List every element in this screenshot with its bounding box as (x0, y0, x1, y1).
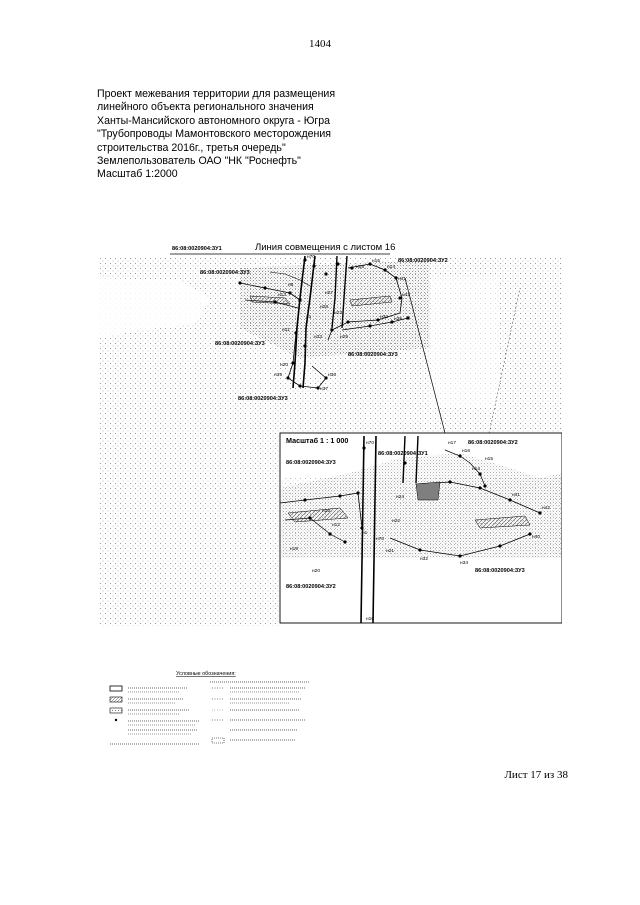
point-label: н13 (322, 508, 330, 514)
point-label: н35 (394, 316, 402, 322)
point-label: н16 (462, 448, 470, 454)
point-label: н70 (376, 536, 384, 542)
point-label: н40 (532, 534, 540, 540)
parcel-label-zu2: 86:08:0020904:ЗУ2 (468, 440, 518, 446)
point-label: н19 (290, 546, 298, 552)
point-label: н1 (306, 314, 312, 320)
terrain-dense (240, 260, 430, 358)
pipeline-corridor (331, 255, 338, 329)
point-label: н14 (387, 264, 395, 270)
survey-map: Линия совмещения с листом 16 86:08:00209… (100, 238, 563, 626)
sheet-label: Лист 17 из 38 (504, 769, 568, 781)
title-block: Проект межевания территории для размещен… (97, 88, 397, 182)
point-label: н14 (472, 466, 480, 472)
title-line: строительства 2016г., третья очередь" (97, 141, 286, 154)
point-label: н27 (325, 290, 333, 296)
clearing (430, 278, 500, 408)
point-label: н28 (320, 304, 328, 310)
title-line: Масштаб 1:2000 (97, 168, 178, 181)
title-line: Ханты-Мансийского автономного округа - Ю… (97, 114, 331, 127)
road-line (484, 287, 521, 454)
survey-points (238, 258, 410, 390)
parcel-label-zu3: 86:08:0020904:ЗУ3 (286, 460, 336, 466)
pipeline-corridor (341, 255, 348, 329)
inset-scale-label: Масштаб 1 : 1 000 (286, 436, 348, 445)
point-label: н23 (334, 310, 342, 316)
parcel-label-zu1: 86:08:0020904:ЗУ1 (378, 451, 428, 457)
point-label: н20 (312, 568, 320, 574)
hatched-strip (249, 295, 291, 305)
point-label: н20 (280, 362, 288, 368)
point-label: н16 (366, 616, 374, 622)
road-line (404, 277, 446, 434)
point-label: н12 (332, 522, 340, 528)
parcel-label-zu3: 86:08:0020904:ЗУ3 (475, 568, 525, 574)
point-label: н33 (314, 334, 322, 340)
title-line: линейного объекта регионального значения (97, 101, 314, 114)
pipeline-corridor (302, 255, 316, 389)
point-label: н15 (485, 456, 493, 462)
point-label: н15 (372, 258, 380, 264)
point-label: н8 (288, 282, 294, 288)
title-line: Землепользователь ОАО "НК "Роснефть" (97, 155, 301, 168)
legend-items (109, 681, 310, 745)
title-line: "Трубопроводы Мамонтовского месторождени… (97, 128, 332, 141)
point-label: н32 (380, 314, 388, 320)
point-labels: н70 н18 н15 н14 н41 н42 н32 н35 н27 н28 … (274, 254, 410, 392)
parcel-label-zu2: 86:08:0020904:ЗУ2 (398, 258, 448, 264)
point-label: н37 (320, 386, 328, 392)
point-label: н32 (420, 556, 428, 562)
legend: Условные обозначения: (100, 668, 430, 748)
parcel-boundary-zu2 (341, 317, 409, 331)
point-label: н17 (448, 440, 456, 446)
point-label: н41 (512, 492, 520, 498)
point-label: н36 (328, 372, 336, 378)
point-label: н13 (278, 292, 286, 298)
point-label: н29 (340, 334, 348, 340)
page-number: 1404 (309, 38, 331, 50)
point-label: н21 (386, 548, 394, 554)
inset-map: н16 н17 н14 н15 н41 н42 н70 н1 н12 н13 н… (279, 432, 563, 624)
hatched-strip (349, 295, 393, 307)
legend-title: Условные обозначения: (176, 671, 236, 677)
terrain-fill (100, 428, 280, 626)
point-label: н34 (460, 560, 468, 566)
parcel-label-zu2: 86:08:0020904:ЗУ2 (286, 584, 336, 590)
title-line: Проект межевания территории для размещен… (97, 88, 336, 100)
clearing (100, 278, 210, 338)
parcel-label-zu3: 86:08:0020904:ЗУ3 (215, 341, 265, 347)
point-label: н39 (274, 372, 282, 378)
point-label: н42 (402, 292, 410, 298)
parcel-boundary-zu2 (327, 263, 403, 341)
point-label: н42 (542, 505, 550, 511)
point-label: н11 (282, 327, 290, 333)
point-label: н70 (366, 440, 374, 446)
point-label: н18 (356, 264, 364, 270)
point-label: н41 (398, 276, 406, 282)
point-label: н22 (392, 518, 400, 524)
point-label: н1 (362, 530, 368, 536)
junction-line-label: Линия совмещения с листом 16 (255, 242, 395, 253)
parcel-label-zu3: 86:08:0020904:ЗУ3 (348, 352, 398, 358)
parcel-label-zu3: 86:08:0020904:ЗУ3 (238, 396, 288, 402)
point-label: н24 (396, 494, 404, 500)
parcel-boundary (269, 271, 311, 287)
parcel-label-zu3: 86:08:0020904:ЗУ3 (200, 270, 250, 276)
parcel-label-zu1-top: 86:08:0020904:ЗУ1 (172, 246, 222, 252)
point-label: н70 (307, 254, 315, 260)
